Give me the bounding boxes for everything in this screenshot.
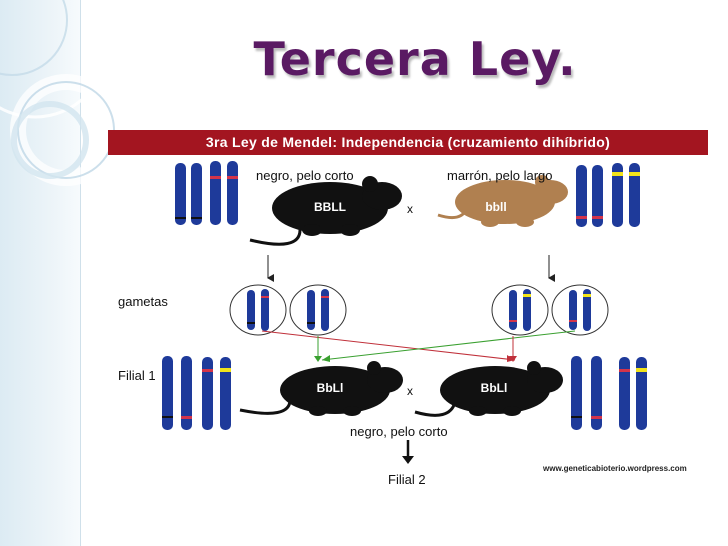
- gamete-cell-2: [289, 284, 347, 336]
- parent-brown-mouse: [437, 175, 568, 227]
- diagram-banner: 3ra Ley de Mendel: Independencia (cruzam…: [108, 130, 708, 155]
- source-credit: www.geneticabioterio.wordpress.com: [543, 464, 687, 473]
- banner-text: 3ra Ley de Mendel: Independencia (cruzam…: [205, 134, 611, 150]
- parent-left-chromosomes: [175, 161, 238, 225]
- parent-black-mouse: [249, 176, 402, 246]
- gamete-cell-1: [229, 284, 287, 336]
- slide-left-divider: [80, 0, 81, 546]
- gamete-cross-arrows: [261, 330, 576, 362]
- f1-phenotype: negro, pelo corto: [350, 424, 448, 439]
- f1-black-mouse-left: [239, 361, 403, 416]
- parent-right-chromosomes: [576, 163, 640, 227]
- f1-right-chromosomes: [571, 356, 647, 430]
- parent-left-genotype: BBLL: [314, 200, 346, 214]
- gamete-cell-3: [491, 284, 549, 336]
- f1-black-mouse-right: [414, 361, 563, 417]
- f1-right-genotype: BbLl: [481, 381, 508, 395]
- f2-label: Filial 2: [388, 472, 426, 487]
- parent-left-phenotype: negro, pelo corto: [256, 168, 354, 183]
- f1-left-chromosomes: [162, 356, 231, 430]
- parent-right-phenotype: marrón, pelo largo: [447, 168, 553, 183]
- gamete-cell-4: [551, 284, 609, 336]
- gametes-label: gametas: [118, 294, 168, 309]
- f1-label: Filial 1: [118, 368, 156, 383]
- parent-right-genotype: bbll: [485, 200, 506, 214]
- cross-symbol-f1: x: [407, 384, 413, 398]
- f1-left-genotype: BbLl: [317, 381, 344, 395]
- arrow-to-f2-head: [402, 456, 414, 464]
- cross-symbol-parents: x: [407, 202, 413, 216]
- slide-title: Tercera Ley.: [253, 32, 577, 86]
